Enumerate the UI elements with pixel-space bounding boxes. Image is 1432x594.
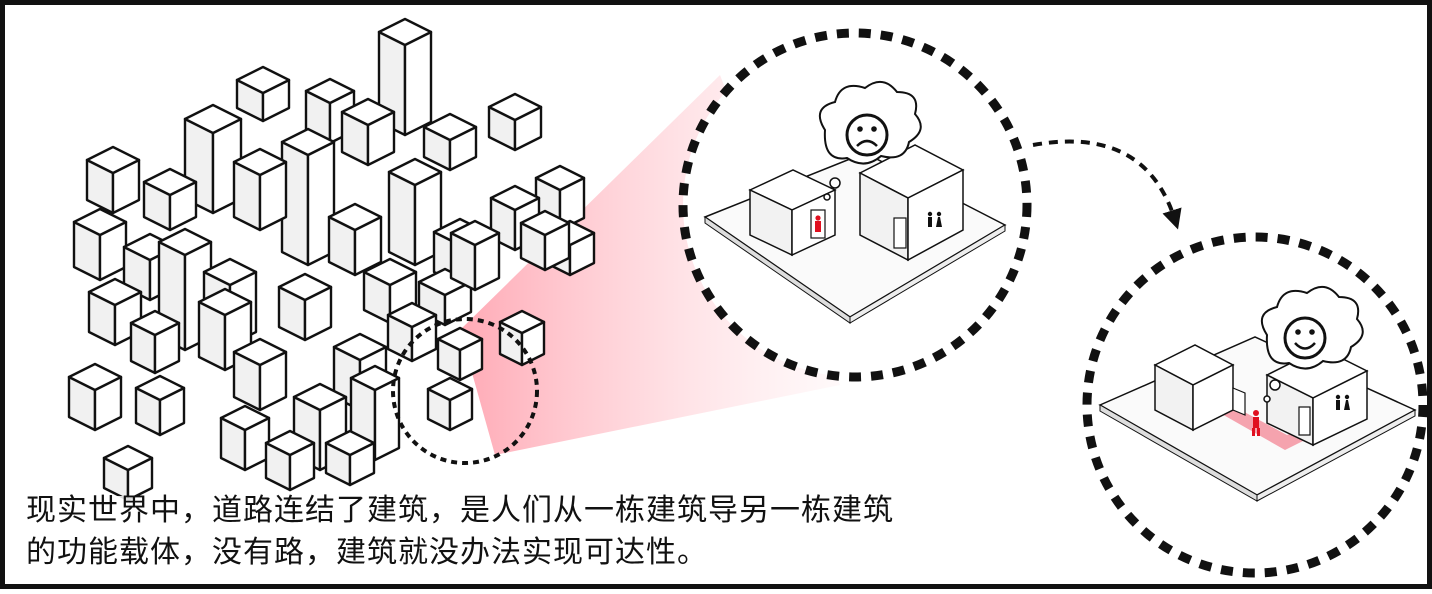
building-left [1153, 344, 1246, 432]
building-box [219, 404, 271, 472]
person-body [815, 221, 821, 232]
building-box [72, 207, 128, 282]
thought-cloud-sad [818, 81, 922, 201]
building-box [449, 219, 501, 292]
building-box [280, 127, 336, 267]
building-box [87, 277, 143, 347]
building-box [386, 301, 438, 363]
person-icon [1252, 410, 1260, 436]
thought-cloud-happy [1260, 286, 1364, 403]
sad-face-icon [845, 113, 889, 157]
building-box [67, 362, 123, 432]
walkway-path [1220, 407, 1325, 450]
restroom-icon [927, 211, 942, 227]
restroom-icon [1335, 394, 1350, 410]
building-box [377, 17, 433, 137]
person-icon [815, 215, 821, 221]
building-box [324, 429, 376, 487]
scene-after [1098, 286, 1417, 502]
building-box [277, 272, 333, 342]
city-block-cluster [67, 17, 596, 502]
building-box [417, 267, 473, 327]
building-box [422, 112, 478, 172]
building-box [519, 209, 571, 272]
transition-arrow [1032, 139, 1182, 230]
focus-circle [391, 317, 539, 465]
building-box [85, 145, 141, 215]
building-box [327, 202, 383, 277]
caption-line-2: 的功能载体，没有路，建筑就没办法实现可达性。 [26, 538, 712, 568]
happy-face-icon [1283, 316, 1327, 360]
building-box [235, 65, 291, 123]
diagram-canvas [67, 17, 1428, 578]
building-box [264, 429, 316, 492]
scene-before [703, 81, 1007, 324]
building-box [129, 309, 181, 375]
building-box [142, 167, 198, 232]
building-box [436, 326, 484, 382]
building-left [748, 169, 837, 257]
building-right [858, 144, 965, 262]
building-box [487, 92, 543, 152]
building-box [102, 444, 154, 502]
building-box [426, 376, 474, 432]
caption-line-1: 现实世界中，道路连结了建筑，是人们从一栋建筑导另一栋建筑 [26, 496, 898, 526]
building-box [232, 147, 288, 232]
building-box [134, 374, 186, 437]
building-box [232, 337, 288, 412]
building-box [498, 309, 546, 367]
building-box [340, 97, 396, 167]
